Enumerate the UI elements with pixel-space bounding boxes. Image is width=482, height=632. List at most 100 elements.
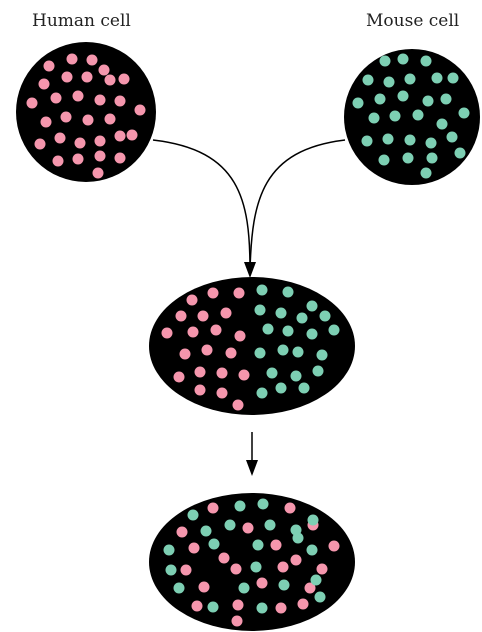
human-marker-dot xyxy=(233,287,245,299)
mouse-marker-dot xyxy=(362,74,374,86)
mouse-marker-dot xyxy=(458,107,470,119)
human-marker-dot xyxy=(54,132,66,144)
human-marker-dot xyxy=(104,113,116,125)
human-marker-dot xyxy=(134,104,146,116)
human-marker-dot xyxy=(234,330,246,342)
mouse-marker-dot xyxy=(426,152,438,164)
mouse-marker-dot xyxy=(292,346,304,358)
human-marker-dot xyxy=(210,324,222,336)
mouse-marker-dot xyxy=(275,382,287,394)
heterokaryon-markers xyxy=(161,284,340,411)
mouse-marker-dot xyxy=(378,154,390,166)
human-marker-dot xyxy=(232,399,244,411)
mouse-marker-dot xyxy=(207,601,219,613)
human-marker-dot xyxy=(225,347,237,359)
human-marker-dot xyxy=(304,582,316,594)
human-marker-dot xyxy=(94,135,106,147)
mouse-marker-dot xyxy=(256,602,268,614)
human-marker-dot xyxy=(231,615,243,627)
mouse-marker-dot xyxy=(440,93,452,105)
mouse-marker-dot xyxy=(275,307,287,319)
human-marker-dot xyxy=(197,310,209,322)
human-marker-dot xyxy=(38,78,50,90)
mixed-cell-body xyxy=(149,493,355,631)
human-marker-dot xyxy=(52,155,64,167)
mouse-marker-dot xyxy=(306,544,318,556)
human-marker-dot xyxy=(191,600,203,612)
mouse-marker-dot xyxy=(368,112,380,124)
human-marker-dot xyxy=(173,371,185,383)
human-marker-dot xyxy=(94,94,106,106)
mouse-marker-dot xyxy=(187,509,199,521)
human-marker-dot xyxy=(242,522,254,534)
human-marker-dot xyxy=(207,287,219,299)
human-marker-dot xyxy=(270,539,282,551)
human-marker-dot xyxy=(328,540,340,552)
mouse-marker-dot xyxy=(296,312,308,324)
mouse-marker-dot xyxy=(250,561,262,573)
human-marker-dot xyxy=(194,384,206,396)
mouse-marker-dot xyxy=(282,325,294,337)
mouse-marker-dot xyxy=(425,137,437,149)
human-marker-dot xyxy=(82,114,94,126)
human-marker-dot xyxy=(277,561,289,573)
mouse-marker-dot xyxy=(298,382,310,394)
mouse-marker-dot xyxy=(383,76,395,88)
mouse-marker-dot xyxy=(256,284,268,296)
human-marker-dot xyxy=(232,599,244,611)
mouse-marker-dot xyxy=(420,55,432,67)
human-marker-dot xyxy=(114,152,126,164)
heterokaryon-body xyxy=(149,277,355,415)
mouse-marker-dot xyxy=(282,286,294,298)
mouse-marker-dot xyxy=(262,323,274,335)
mouse-marker-dot xyxy=(352,97,364,109)
mouse-marker-dot xyxy=(319,310,331,322)
human-marker-dot xyxy=(238,369,250,381)
fusion-arrowhead xyxy=(244,262,256,278)
mouse-marker-dot xyxy=(290,370,302,382)
mouse-marker-dot xyxy=(266,367,278,379)
human-marker-dot xyxy=(81,71,93,83)
human-marker-dot xyxy=(201,344,213,356)
human-marker-dot xyxy=(180,564,192,576)
human-marker-dot xyxy=(176,526,188,538)
mouse-marker-dot xyxy=(163,544,175,556)
human-marker-dot xyxy=(61,71,73,83)
mouse-marker-dot xyxy=(224,519,236,531)
mouse-marker-dot xyxy=(238,582,250,594)
human-marker-dot xyxy=(161,327,173,339)
human-marker-dot xyxy=(220,307,232,319)
mouse-marker-dot xyxy=(422,95,434,107)
mouse-marker-dot xyxy=(361,135,373,147)
human-marker-dot xyxy=(50,92,62,104)
mouse-marker-dot xyxy=(412,109,424,121)
human-marker-dot xyxy=(187,326,199,338)
human-marker-dot xyxy=(72,90,84,102)
mouse-marker-dot xyxy=(404,73,416,85)
mouse-marker-dot xyxy=(447,72,459,84)
mouse-marker-dot xyxy=(208,538,220,550)
human-marker-dot xyxy=(43,60,55,72)
human-marker-dot xyxy=(230,563,242,575)
human-marker-dot xyxy=(207,502,219,514)
human-marker-dot xyxy=(40,116,52,128)
human-marker-dot xyxy=(275,602,287,614)
human-marker-dot xyxy=(98,64,110,76)
fusion-arrow-from-mouse xyxy=(249,139,346,271)
human-marker-dot xyxy=(72,153,84,165)
human-marker-dot xyxy=(26,97,38,109)
mouse-cell xyxy=(344,49,480,185)
mouse-marker-dot xyxy=(292,532,304,544)
human-marker-dot xyxy=(216,367,228,379)
mouse-marker-dot xyxy=(446,131,458,143)
mouse-marker-dot xyxy=(382,133,394,145)
human-marker-dot xyxy=(316,563,328,575)
mouse-marker-dot xyxy=(277,344,289,356)
human-marker-dot xyxy=(179,348,191,360)
heterokaryon-cell xyxy=(149,277,355,415)
human-marker-dot xyxy=(284,502,296,514)
human-marker-dot xyxy=(74,137,86,149)
human-marker-dot xyxy=(186,294,198,306)
mouse-marker-dot xyxy=(200,525,212,537)
human-marker-dot xyxy=(114,130,126,142)
